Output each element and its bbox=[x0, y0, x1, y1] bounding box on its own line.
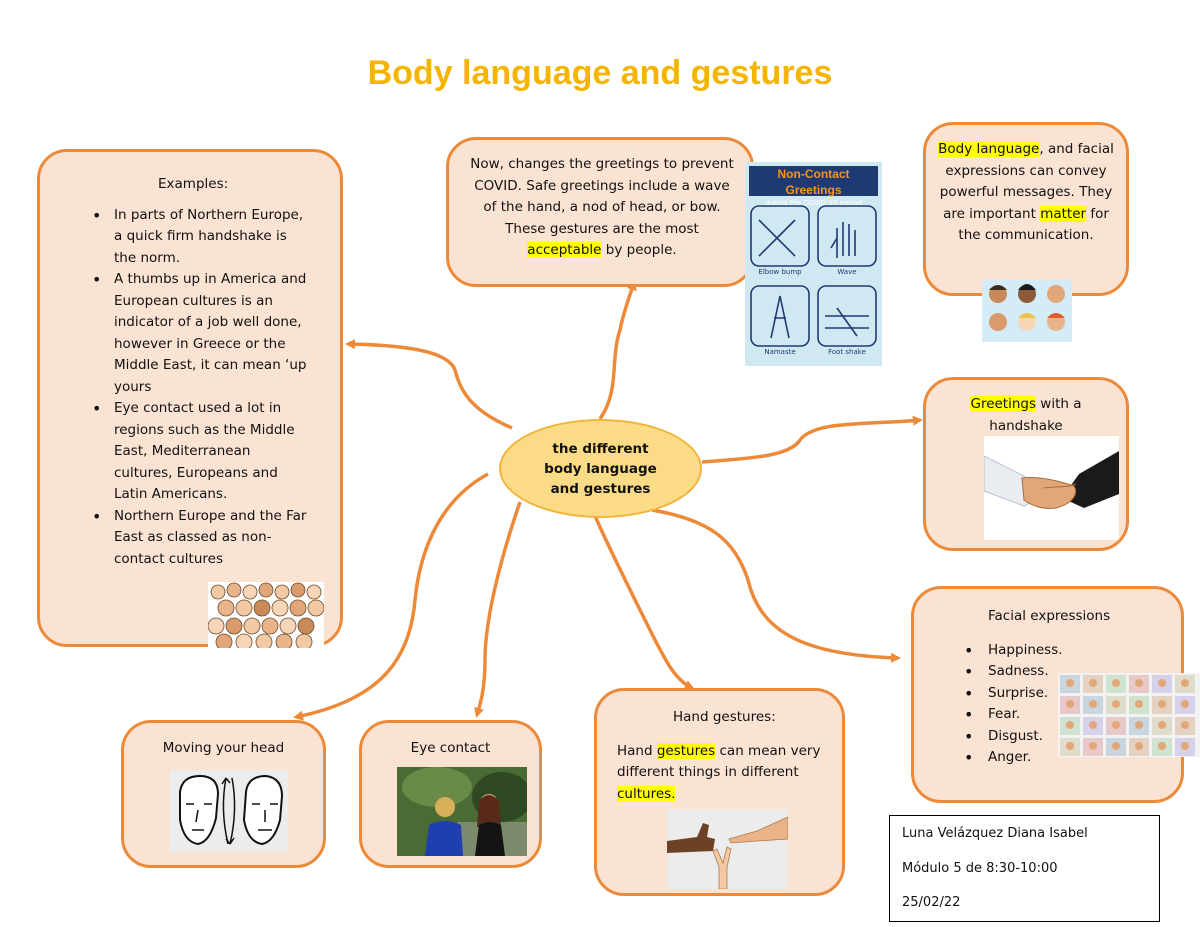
arrow-to-covid bbox=[598, 280, 637, 420]
poster-subtitle: during the COVID-19 period bbox=[765, 199, 862, 207]
page-title: Body language and gestures bbox=[367, 54, 833, 92]
eye-contact-heading: Eye contact bbox=[410, 740, 491, 756]
central-topic-line-3: and gestures bbox=[550, 480, 651, 497]
list-item: Sadness. bbox=[960, 661, 1181, 683]
list-item: Fear. bbox=[960, 704, 1181, 726]
arrow-to-examples bbox=[345, 339, 513, 430]
list-item: Eye contact used a lot in regions such a… bbox=[92, 398, 307, 506]
author-module: Módulo 5 de 8:30-10:00 bbox=[902, 861, 1058, 876]
arrow-to-greetings bbox=[701, 415, 923, 464]
poster-label-wave: Wave bbox=[837, 268, 857, 276]
author-date: 25/02/22 bbox=[902, 895, 961, 910]
hand-gestures-image bbox=[667, 809, 788, 889]
list-item: A thumbs up in America and European cult… bbox=[92, 269, 307, 398]
list-item: Northern Europe and the Far East as clas… bbox=[92, 506, 307, 571]
moving-head-image bbox=[170, 770, 288, 852]
examples-heading: Examples: bbox=[158, 176, 229, 192]
poster-label-namaste: Namaste bbox=[764, 348, 796, 356]
non-contact-greetings-poster: Non-Contact Greetings during the COVID-1… bbox=[745, 162, 882, 366]
arrow-to-eye bbox=[474, 501, 522, 718]
highlight-cultures: cultures. bbox=[617, 785, 676, 802]
arrow-to-hand bbox=[593, 515, 695, 690]
highlight-gestures: gestures bbox=[656, 742, 716, 759]
central-topic-line-2: body language bbox=[544, 460, 657, 477]
central-topic: the different body language and gestures bbox=[499, 419, 702, 518]
facial-expressions-heading: Facial expressions bbox=[988, 608, 1111, 624]
highlight-greetings: Greetings bbox=[970, 396, 1037, 412]
body-language-box: Body language, and facial expressions ca… bbox=[923, 122, 1129, 296]
highlight-acceptable: acceptable bbox=[527, 242, 602, 258]
eye-contact-image bbox=[397, 767, 527, 856]
poster-label-elbow-bump: Elbow bump bbox=[758, 268, 802, 276]
list-item: In parts of Northern Europe, a quick fir… bbox=[92, 205, 307, 270]
crowd-faces-image bbox=[208, 582, 324, 648]
poster-label-foot-shake: Foot shake bbox=[828, 348, 866, 356]
body-language-text: Body language, and facial expressions ca… bbox=[938, 141, 1114, 243]
arrow-to-facial bbox=[651, 508, 901, 663]
arrow-to-head bbox=[293, 472, 489, 721]
hand-gestures-text: Hand gestures can mean very different th… bbox=[617, 742, 821, 802]
covid-greetings-text: Now, changes the greetings to prevent CO… bbox=[470, 156, 734, 258]
covid-greetings-box: Now, changes the greetings to prevent CO… bbox=[446, 137, 754, 287]
facial-expressions-list: Happiness. Sadness. Surprise. Fear. Disg… bbox=[960, 640, 1181, 769]
author-info-box: Luna Velázquez Diana Isabel Módulo 5 de … bbox=[889, 815, 1160, 922]
greetings-text: Greetings with a handshake bbox=[970, 396, 1082, 434]
author-name: Luna Velázquez Diana Isabel bbox=[902, 826, 1088, 841]
list-item: Happiness. bbox=[960, 640, 1181, 662]
list-item: Surprise. bbox=[960, 683, 1181, 705]
moving-head-heading: Moving your head bbox=[162, 740, 285, 756]
list-item: Anger. bbox=[960, 747, 1181, 769]
handshake-image bbox=[984, 436, 1119, 540]
examples-list: In parts of Northern Europe, a quick fir… bbox=[92, 205, 307, 571]
examples-box: Examples: In parts of Northern Europe, a… bbox=[37, 149, 343, 648]
hand-gestures-heading: Hand gestures: bbox=[673, 709, 776, 725]
central-topic-line-1: the different bbox=[552, 440, 649, 457]
poster-title: Non-Contact Greetings bbox=[777, 167, 850, 197]
facial-expressions-grid-image bbox=[1058, 673, 1200, 757]
list-item: Disgust. bbox=[960, 726, 1181, 748]
highlight-matter: matter bbox=[1040, 205, 1087, 222]
faces-emotions-image bbox=[982, 280, 1072, 342]
highlight-body-language: Body language bbox=[938, 141, 1040, 157]
